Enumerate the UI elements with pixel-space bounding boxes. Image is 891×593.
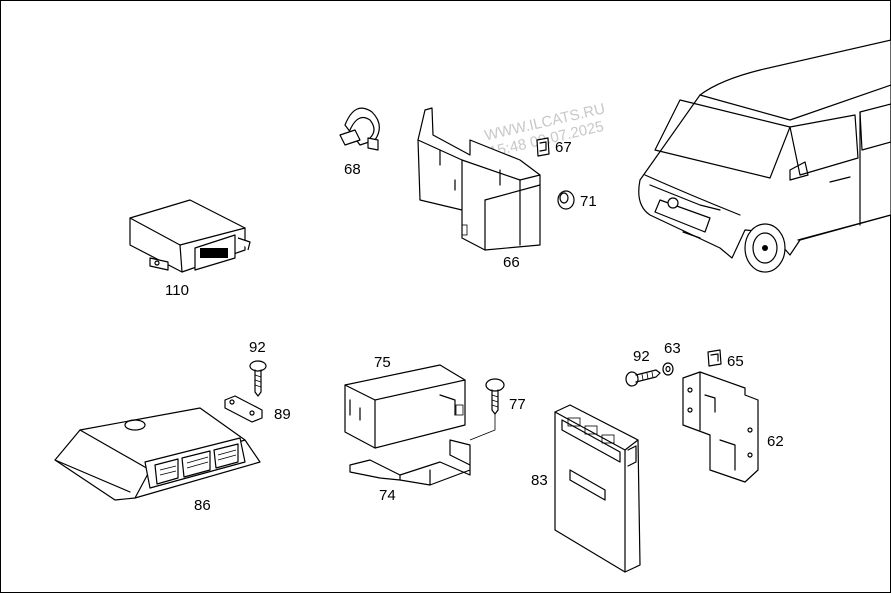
label-62: 62	[767, 433, 784, 450]
label-75: 75	[374, 354, 391, 371]
part-62-bracket	[682, 371, 759, 483]
part-68-cable-tie	[339, 107, 380, 151]
part-89-bracket	[224, 395, 263, 423]
part-75-housing	[344, 364, 466, 449]
label-86: 86	[194, 497, 211, 514]
part-86-ecu	[54, 407, 261, 501]
label-67: 67	[555, 139, 572, 156]
label-83: 83	[531, 472, 548, 489]
label-71: 71	[580, 193, 597, 210]
part-65-clip	[707, 349, 722, 367]
label-92-left: 92	[249, 339, 266, 356]
part-83-control-unit	[554, 404, 641, 573]
label-77: 77	[509, 396, 526, 413]
part-66-bracket	[417, 107, 541, 251]
label-66: 66	[503, 254, 520, 271]
part-110-module	[129, 199, 251, 273]
part-63-washer	[662, 362, 674, 376]
part-92-screw-right	[625, 369, 661, 387]
part-74-bracket	[349, 439, 471, 486]
label-110: 110	[165, 282, 189, 299]
label-92-right: 92	[633, 348, 650, 365]
part-92-screw-left	[249, 360, 267, 397]
part-67-clip	[536, 137, 550, 157]
part-71-grommet	[557, 190, 575, 210]
label-63: 63	[664, 340, 681, 357]
label-68: 68	[344, 161, 361, 178]
label-65: 65	[727, 353, 744, 370]
label-74: 74	[379, 487, 396, 504]
part-77-screw	[469, 378, 505, 441]
label-89: 89	[274, 406, 291, 423]
van-illustration	[638, 39, 891, 273]
